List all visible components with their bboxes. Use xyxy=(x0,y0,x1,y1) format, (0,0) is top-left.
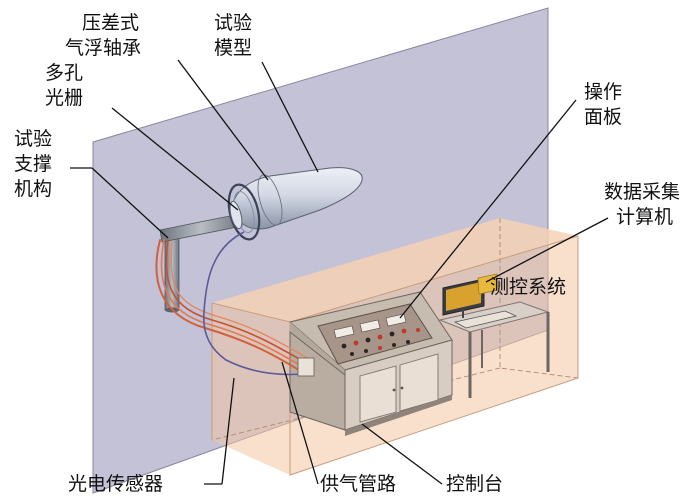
optical-sensor-cable xyxy=(202,231,303,376)
label-optical-sensor: 光电传感器 xyxy=(68,473,163,495)
label-panel-line2: 面板 xyxy=(584,106,622,128)
label-model-line2: 模型 xyxy=(214,37,252,59)
label-air-pipe: 供气管路 xyxy=(320,473,396,495)
data-acquisition-computer xyxy=(442,273,518,329)
leader-lines xyxy=(70,59,609,485)
pipe-junction-box xyxy=(297,357,315,377)
label-bearing-line1: 压差式 xyxy=(82,12,139,34)
label-support-line3: 机构 xyxy=(14,178,52,200)
label-model-line1: 试验 xyxy=(214,12,252,34)
label-support-line1: 试验 xyxy=(14,128,52,150)
label-control-system: 测控系统 xyxy=(490,276,566,298)
label-bearing-line2: 气浮轴承 xyxy=(65,37,141,59)
label-console: 控制台 xyxy=(446,473,503,495)
label-grid-line2: 光栅 xyxy=(45,87,83,109)
label-grid-line1: 多孔 xyxy=(45,62,83,84)
console-door-left xyxy=(359,365,397,423)
label-computer-line2: 计算机 xyxy=(616,206,673,228)
test-model xyxy=(231,167,363,230)
label-computer-line1: 数据采集 xyxy=(604,181,680,203)
operation-panel xyxy=(317,303,433,365)
label-support-line2: 支撑 xyxy=(14,153,52,175)
label-panel-line1: 操作 xyxy=(584,81,622,103)
porous-grating xyxy=(229,200,243,230)
